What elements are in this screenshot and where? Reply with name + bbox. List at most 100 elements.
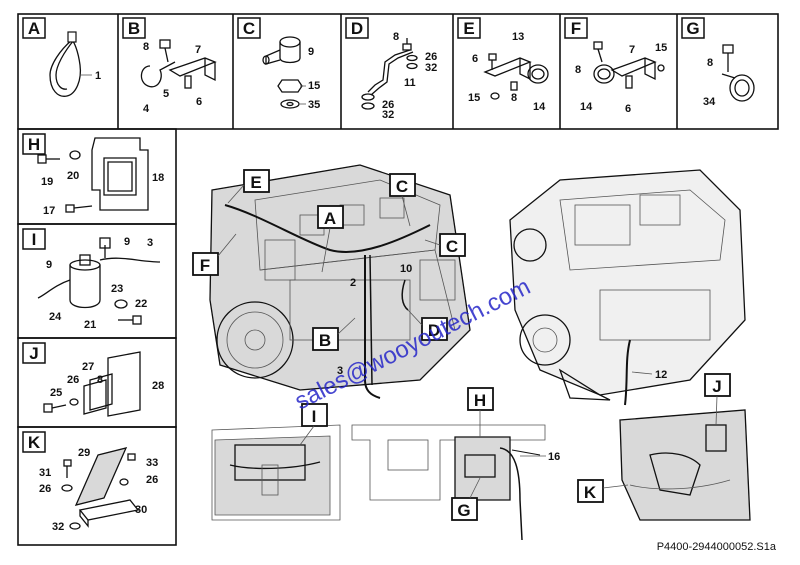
detail-inset-i <box>211 424 341 521</box>
bolt-icon <box>37 150 93 213</box>
panel-g-letter: G <box>686 19 699 38</box>
panel-a-letter: A <box>28 19 40 38</box>
view-marker-a: A <box>317 205 344 273</box>
panel-e: E 13 6 15 8 14 <box>457 17 549 113</box>
callout-label: 8 <box>575 64 581 76</box>
callout-label: 5 <box>163 88 169 100</box>
callout-label: 15 <box>308 80 320 92</box>
p-clamp-icon <box>140 61 176 88</box>
callout-label: 7 <box>629 44 635 56</box>
panel-j: J 27 8 26 25 28 <box>22 342 164 417</box>
panel-f: F 7 15 8 14 6 <box>564 17 667 115</box>
view-marker-c: C <box>389 173 416 227</box>
bracket-icon <box>483 57 532 81</box>
bolt-icon <box>722 44 734 72</box>
view-marker-label: J <box>712 377 721 396</box>
callout-label: 9 <box>308 46 314 58</box>
bolt-icon <box>61 453 136 530</box>
callout-label: 4 <box>143 103 150 115</box>
bolt-icon <box>114 299 142 325</box>
bolt-icon <box>43 398 79 413</box>
callout-label: 23 <box>111 283 123 295</box>
item-number: 12 <box>655 369 667 381</box>
top-panel-row <box>17 13 779 130</box>
wire-harness-icon <box>37 245 161 299</box>
view-marker-label: D <box>428 321 440 340</box>
callout-label: 14 <box>533 101 546 113</box>
view-marker-h: H <box>467 387 494 437</box>
callout-label: 32 <box>382 109 394 121</box>
detail-inset-jk <box>619 409 751 521</box>
item-number: 10 <box>400 263 412 275</box>
view-marker-f: F <box>192 233 237 276</box>
panel-b: B 8 7 5 6 4 <box>122 17 217 115</box>
callout-label: 34 <box>703 96 716 108</box>
bracket-icon <box>168 57 217 89</box>
bolt-icon <box>159 39 171 63</box>
view-marker-label: G <box>457 501 470 520</box>
panel-i: I 9 3 9 23 22 24 21 <box>22 228 161 331</box>
item-number: 2 <box>350 277 356 289</box>
callout-label: 6 <box>625 103 631 115</box>
panel-a: A 1 <box>22 17 101 97</box>
view-marker-b: B <box>312 317 356 351</box>
bracket-icon <box>78 499 140 528</box>
callout-label: 28 <box>152 380 164 392</box>
callout-label: 8 <box>143 41 149 53</box>
wire-harness-icon <box>224 204 431 399</box>
mounting-plate-icon <box>83 351 141 417</box>
view-marker-j: J <box>704 373 731 426</box>
callout-label: 8 <box>97 374 103 386</box>
callout-label: 25 <box>50 387 62 399</box>
fuel-pipe-icon <box>361 38 418 110</box>
cable-tie-icon <box>49 31 82 97</box>
callout-label: 18 <box>152 172 164 184</box>
engine-right-illustration <box>509 169 746 401</box>
callout-label: 33 <box>146 457 158 469</box>
callout-label: 27 <box>82 361 94 373</box>
view-marker-label: C <box>446 237 458 256</box>
panel-h: H 19 20 18 17 <box>22 133 164 217</box>
callout-label: 20 <box>67 170 79 182</box>
callout-label: 9 <box>46 259 52 271</box>
callout-label: 22 <box>135 298 147 310</box>
callout-label: 26 <box>67 374 79 386</box>
view-marker-label: H <box>474 391 486 410</box>
view-marker-g: G <box>451 477 481 521</box>
bolt-icon <box>488 53 518 100</box>
panel-j-letter: J <box>29 344 38 363</box>
callout-label: 15 <box>468 92 480 104</box>
callout-label: 8 <box>707 57 713 69</box>
view-marker-label: I <box>312 407 317 426</box>
view-marker-label: F <box>200 256 210 275</box>
panel-d: D 8 26 32 11 26 32 <box>345 17 437 121</box>
panel-f-letter: F <box>571 19 581 38</box>
callout-label: 30 <box>135 504 147 516</box>
callout-label: 17 <box>43 205 55 217</box>
callout-label: 6 <box>472 53 478 65</box>
item-number: 3 <box>337 365 343 377</box>
view-marker-label: E <box>250 173 261 192</box>
view-marker-i: I <box>299 403 328 446</box>
callout-label: 3 <box>147 237 153 249</box>
callout-label: 13 <box>512 31 524 43</box>
callout-label: 26 <box>39 483 51 495</box>
sensor-icon <box>69 237 111 309</box>
callout-label: 7 <box>195 44 201 56</box>
view-marker-label: A <box>324 209 336 228</box>
main-engine-view: E A C C F B D <box>192 164 751 541</box>
nut-icon <box>277 79 303 93</box>
washer-icon <box>280 99 300 109</box>
side-panel-column <box>17 128 177 546</box>
view-marker-c2: C <box>424 233 466 257</box>
wire-harness-icon <box>624 339 631 406</box>
view-marker-label: B <box>319 331 331 350</box>
callout-label: 26 <box>382 99 394 111</box>
callout-label: 31 <box>39 467 51 479</box>
p-clamp-icon <box>721 73 755 102</box>
callout-label: 29 <box>78 447 90 459</box>
mounting-plate-icon <box>91 137 149 211</box>
callout-label: 11 <box>404 77 416 89</box>
callout-label: 21 <box>84 319 96 331</box>
